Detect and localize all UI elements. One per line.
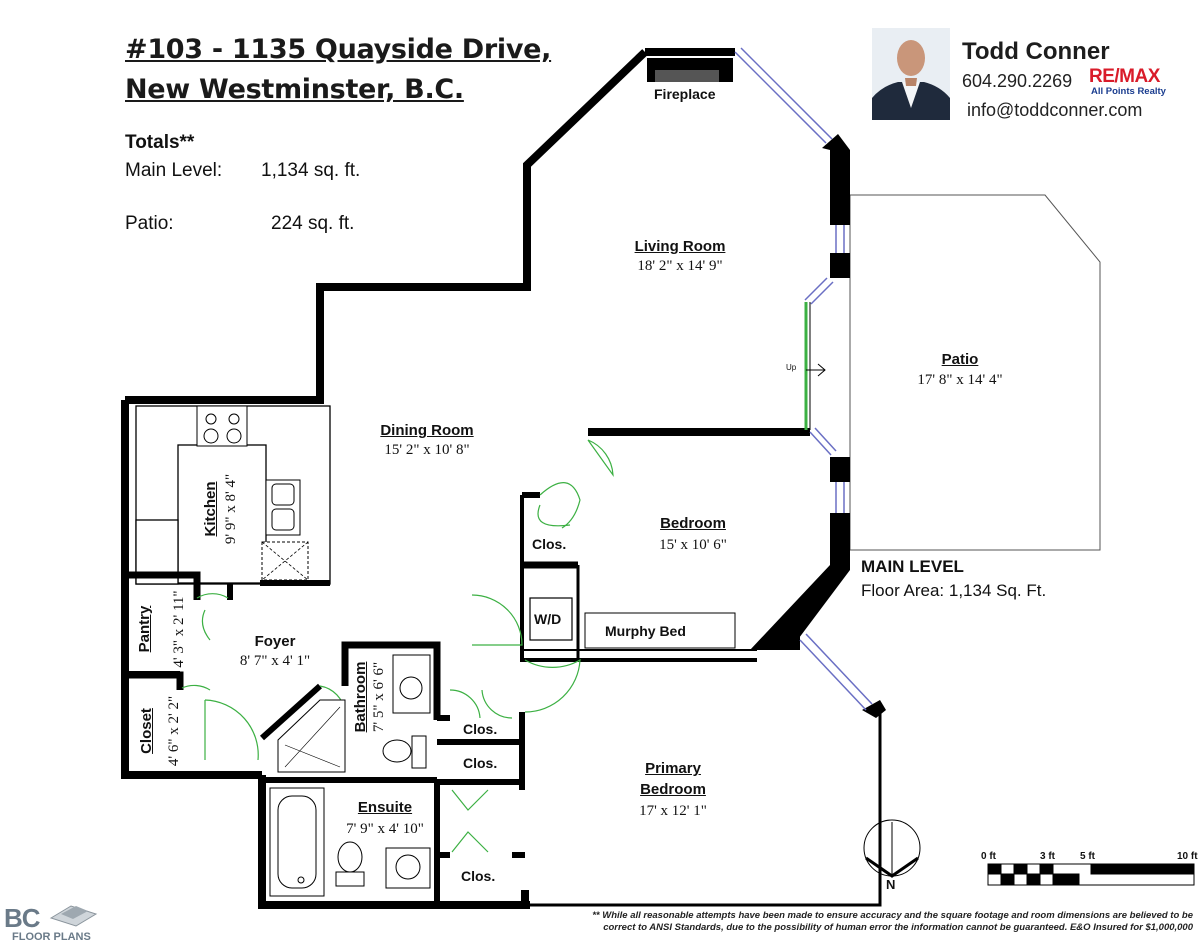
ensuite-dimensions: 7' 9" x 4' 10" bbox=[346, 821, 424, 837]
bathroom-vanity bbox=[392, 654, 431, 714]
primary-closet-2-label: Clos. bbox=[461, 868, 496, 884]
primary-closet-label: Clos. bbox=[463, 755, 498, 771]
windows bbox=[734, 47, 873, 711]
scale-0: 0 ft bbox=[981, 851, 996, 862]
bathroom-sink bbox=[399, 676, 423, 700]
main-level-area: Floor Area: 1,134 Sq. Ft. bbox=[861, 581, 1047, 600]
agent-phone[interactable]: 604.290.2269 bbox=[962, 71, 1073, 91]
up-label: Up bbox=[786, 363, 797, 372]
wall-corner bbox=[862, 700, 886, 718]
ensuite-name: Ensuite bbox=[357, 799, 413, 816]
stove-burners bbox=[203, 413, 242, 444]
disclaimer-line-1: ** While all reasonable attempts have be… bbox=[592, 910, 1193, 921]
main-level-value: 1,134 sq. ft. bbox=[261, 160, 361, 181]
murphy-bed bbox=[584, 612, 736, 649]
bedroom-closet-label: Clos. bbox=[532, 536, 567, 552]
scale-3: 3 ft bbox=[1040, 851, 1055, 862]
living-room-dimensions: 18' 2" x 14' 9" bbox=[637, 258, 723, 274]
hall-closet-label: Clos. bbox=[463, 721, 498, 737]
address-line-1: #103 - 1135 Quayside Drive, bbox=[125, 34, 552, 65]
kitchen-name: Kitchen bbox=[202, 481, 219, 537]
patio-total-label: Patio: bbox=[125, 213, 174, 234]
foyer-dimensions: 8' 7" x 4' 1" bbox=[239, 653, 311, 669]
disclaimer-line-2: correct to ANSI Standards, due to the po… bbox=[603, 922, 1193, 933]
fireplace-label: Fireplace bbox=[654, 86, 716, 102]
ensuite-toilet bbox=[337, 841, 363, 873]
agent-portrait-icon bbox=[872, 40, 950, 120]
primary-bedroom-name-2: Bedroom bbox=[640, 781, 706, 798]
dining-room-name: Dining Room bbox=[380, 422, 474, 439]
wall-pier bbox=[830, 457, 850, 482]
pantry-dimensions: 4' 3" x 2' 11" bbox=[171, 590, 187, 668]
patio-dimensions: 17' 8" x 14' 4" bbox=[917, 372, 1003, 388]
dining-room-dimensions: 15' 2" x 10' 8" bbox=[384, 442, 470, 458]
logo-house-icon bbox=[49, 905, 98, 927]
scale-5: 5 ft bbox=[1080, 851, 1095, 862]
wall-corner bbox=[785, 630, 800, 650]
remax-logo: RE/MAX bbox=[1089, 66, 1160, 88]
disclaimer: ** While all reasonable attempts have be… bbox=[553, 910, 1193, 934]
up-arrow-head-icon bbox=[817, 363, 826, 377]
kitchen-sink bbox=[265, 479, 301, 536]
bedroom-dimensions: 15' x 10' 6" bbox=[659, 537, 727, 553]
bathroom-dimensions: 7' 5" x 6' 6" bbox=[371, 661, 387, 733]
dishwasher bbox=[261, 541, 309, 581]
pantry-name: Pantry bbox=[136, 605, 153, 653]
washer-dryer bbox=[529, 597, 573, 641]
agent-photo bbox=[872, 28, 950, 120]
bathroom-toilet bbox=[382, 739, 412, 763]
main-level-title: MAIN LEVEL bbox=[861, 557, 964, 576]
compass-north-label: N bbox=[886, 877, 896, 892]
ensuite-vanity bbox=[385, 847, 431, 889]
remax-wordmark: RE/MAX bbox=[1089, 66, 1160, 87]
foyer-name: Foyer bbox=[254, 633, 296, 650]
patio-name: Patio bbox=[941, 351, 979, 368]
remax-subtitle: All Points Realty bbox=[1091, 86, 1166, 97]
patio-total-value: 224 sq. ft. bbox=[271, 213, 355, 234]
murphy-bed-label: Murphy Bed bbox=[605, 623, 686, 639]
agent-name: Todd Conner bbox=[962, 38, 1110, 65]
kitchen-dimensions: 9' 9" x 8' 4" bbox=[223, 473, 239, 545]
primary-bedroom-name-1: Primary bbox=[645, 760, 701, 777]
closet-dimensions: 4' 6" x 2' 2" bbox=[166, 695, 182, 767]
bc-floor-plans-logo: BC FLOOR PLANS bbox=[4, 900, 104, 945]
agent-email[interactable]: info@toddconner.com bbox=[967, 100, 1143, 120]
wall-corner bbox=[750, 513, 850, 650]
totals-heading: Totals** bbox=[125, 132, 195, 153]
shower bbox=[277, 699, 346, 773]
scale-10: 10 ft bbox=[1177, 851, 1198, 862]
wall-pier bbox=[830, 253, 850, 278]
wall-corner bbox=[822, 134, 850, 225]
scale-bar bbox=[987, 863, 1195, 886]
closet-name: Closet bbox=[138, 708, 155, 754]
compass-icon bbox=[863, 819, 921, 878]
bedroom-name: Bedroom bbox=[660, 515, 726, 532]
main-level-label: Main Level: bbox=[125, 160, 223, 181]
living-room-name: Living Room bbox=[634, 238, 726, 255]
fireplace-hearth bbox=[655, 70, 719, 82]
primary-bedroom-dimensions: 17' x 12' 1" bbox=[639, 803, 707, 819]
logo-bc: BC bbox=[4, 903, 41, 933]
bathroom-name: Bathroom bbox=[352, 661, 369, 733]
logo-floor-plans: FLOOR PLANS bbox=[12, 931, 91, 943]
address-line-2: New Westminster, B.C. bbox=[125, 74, 464, 105]
washer-dryer-label: W/D bbox=[534, 611, 562, 627]
